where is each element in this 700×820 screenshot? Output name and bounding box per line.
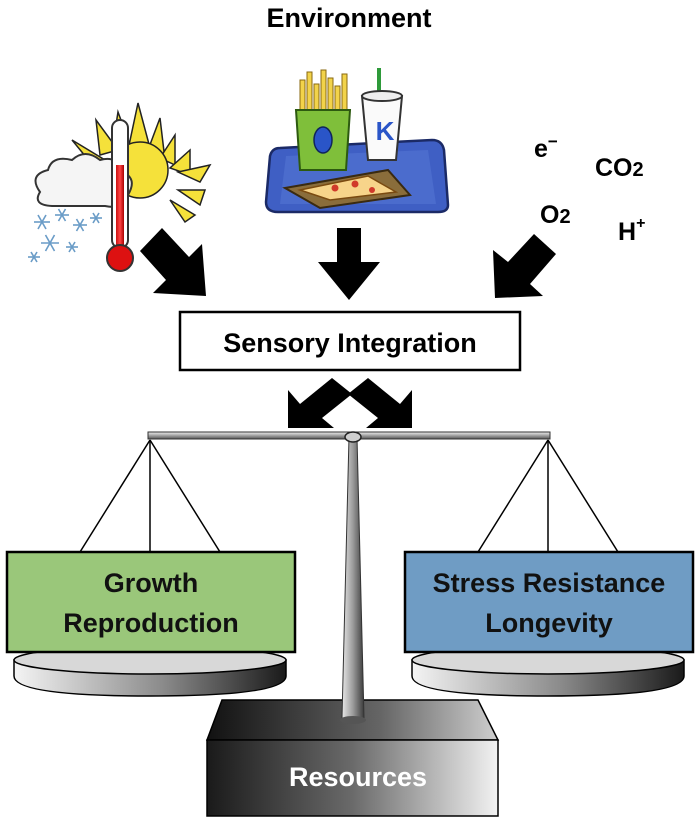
electron-label: e− xyxy=(534,132,558,163)
left-pan-box xyxy=(5,550,297,654)
left-pan: Growth Reproduction xyxy=(5,439,297,697)
left-pan-line2: Reproduction xyxy=(63,608,239,638)
molecule-labels: e− CO2 O2 H+ xyxy=(534,132,645,246)
arrow-to-right-pan xyxy=(348,378,412,428)
right-pan-box xyxy=(403,550,695,654)
sensory-integration-label: Sensory Integration xyxy=(223,328,477,358)
proton-label: H+ xyxy=(618,215,645,246)
output-arrows xyxy=(288,378,412,428)
food-tray-icon: K xyxy=(264,68,450,214)
right-pan-line1: Stress Resistance xyxy=(433,568,666,598)
co2-label: CO2 xyxy=(595,154,644,182)
balance-pole xyxy=(340,431,366,724)
weather-icon xyxy=(28,102,212,272)
sensory-integration-box xyxy=(178,310,522,372)
resources-base xyxy=(205,699,500,817)
arrow-weather xyxy=(140,228,206,296)
arrow-food xyxy=(318,228,380,300)
cup-letter: K xyxy=(376,116,395,146)
right-pan-line2: Longevity xyxy=(485,608,613,638)
right-pan: Stress Resistance Longevity xyxy=(403,439,695,697)
environment-title: Environment xyxy=(266,3,431,33)
left-pan-line1: Growth xyxy=(104,568,199,598)
input-arrows xyxy=(140,228,556,300)
arrow-to-left-pan xyxy=(288,378,352,428)
resources-label: Resources xyxy=(289,762,427,792)
o2-label: O2 xyxy=(540,201,571,229)
arrow-molecules xyxy=(493,234,556,298)
